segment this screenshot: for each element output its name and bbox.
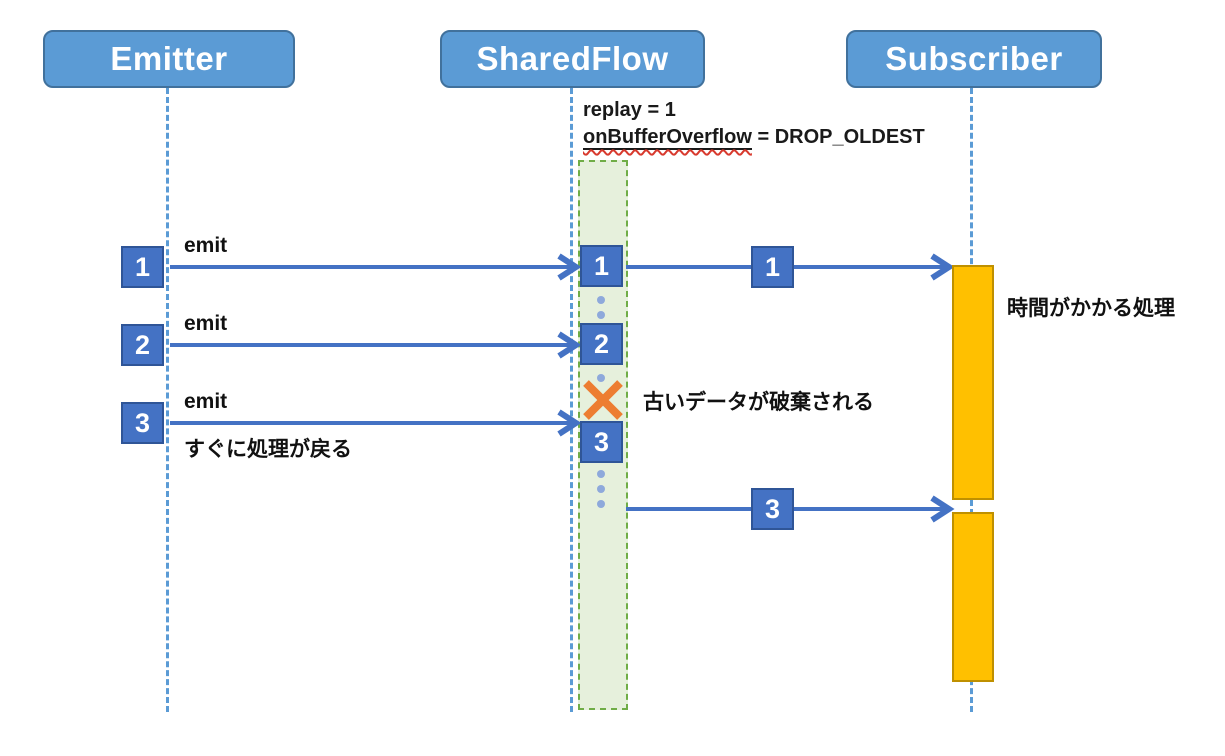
emit-event-chip-1: 1	[121, 246, 164, 288]
emitter-lifeline	[166, 88, 169, 712]
emit-arrow-3-label: emit	[184, 390, 228, 413]
delivery-chip-1-label: 1	[764, 251, 781, 282]
emit-event-chip-1-label: 1	[134, 251, 151, 282]
subscriber-actor-box: Subscriber	[846, 30, 1102, 88]
slow-process-note: 時間がかかる処理	[1007, 297, 1175, 320]
sharedflow-actor-box: SharedFlow	[440, 30, 705, 88]
overflow-config-text: onBufferOverflow = DROP_OLDEST	[583, 124, 925, 151]
subscriber-activation-bar-2	[952, 512, 994, 682]
buffer-item-chip-1: 1	[580, 245, 623, 287]
delivery-chip-3: 3	[751, 488, 794, 530]
subscriber-actor-label: Subscriber	[885, 40, 1063, 77]
replay-config-text: replay = 1	[583, 99, 676, 121]
emit-event-chip-2: 2	[121, 324, 164, 366]
emit-arrow-3	[170, 409, 582, 437]
sharedflow-actor-label: SharedFlow	[476, 40, 669, 77]
emit-arrow-2-label: emit	[184, 312, 228, 335]
emit-event-chip-3-label: 3	[134, 407, 151, 438]
buffer-item-chip-2: 2	[580, 323, 623, 365]
emit-arrow-1-label: emit	[184, 234, 228, 257]
sharedflow-lifeline	[570, 88, 573, 712]
emit-arrow-1	[170, 253, 582, 281]
emit-event-chip-2-label: 2	[134, 329, 151, 360]
immediate-return-note: すぐに処理が戻る	[184, 438, 352, 461]
buffer-item-chip-1-label: 1	[593, 250, 610, 281]
overflow-config-value: = DROP_OLDEST	[751, 126, 925, 148]
buffer-item-chip-3-label: 3	[593, 426, 610, 457]
emit-event-chip-3: 3	[121, 402, 164, 444]
buffer-item-chip-3: 3	[580, 421, 623, 463]
emitter-actor-label: Emitter	[110, 40, 228, 77]
emit-arrow-2	[170, 331, 582, 359]
drop-oldest-note: 古いデータが破棄される	[643, 391, 874, 414]
subscriber-activation-bar-1	[952, 265, 994, 500]
delivery-chip-3-label: 3	[764, 493, 781, 524]
buffer-item-chip-2-label: 2	[593, 328, 610, 359]
emitter-actor-box: Emitter	[43, 30, 295, 88]
delivery-chip-1: 1	[751, 246, 794, 288]
overflow-config-word: onBufferOverflow	[583, 126, 752, 150]
sharedflow-config-note: replay = 1 onBufferOverflow = DROP_OLDES…	[583, 97, 925, 151]
